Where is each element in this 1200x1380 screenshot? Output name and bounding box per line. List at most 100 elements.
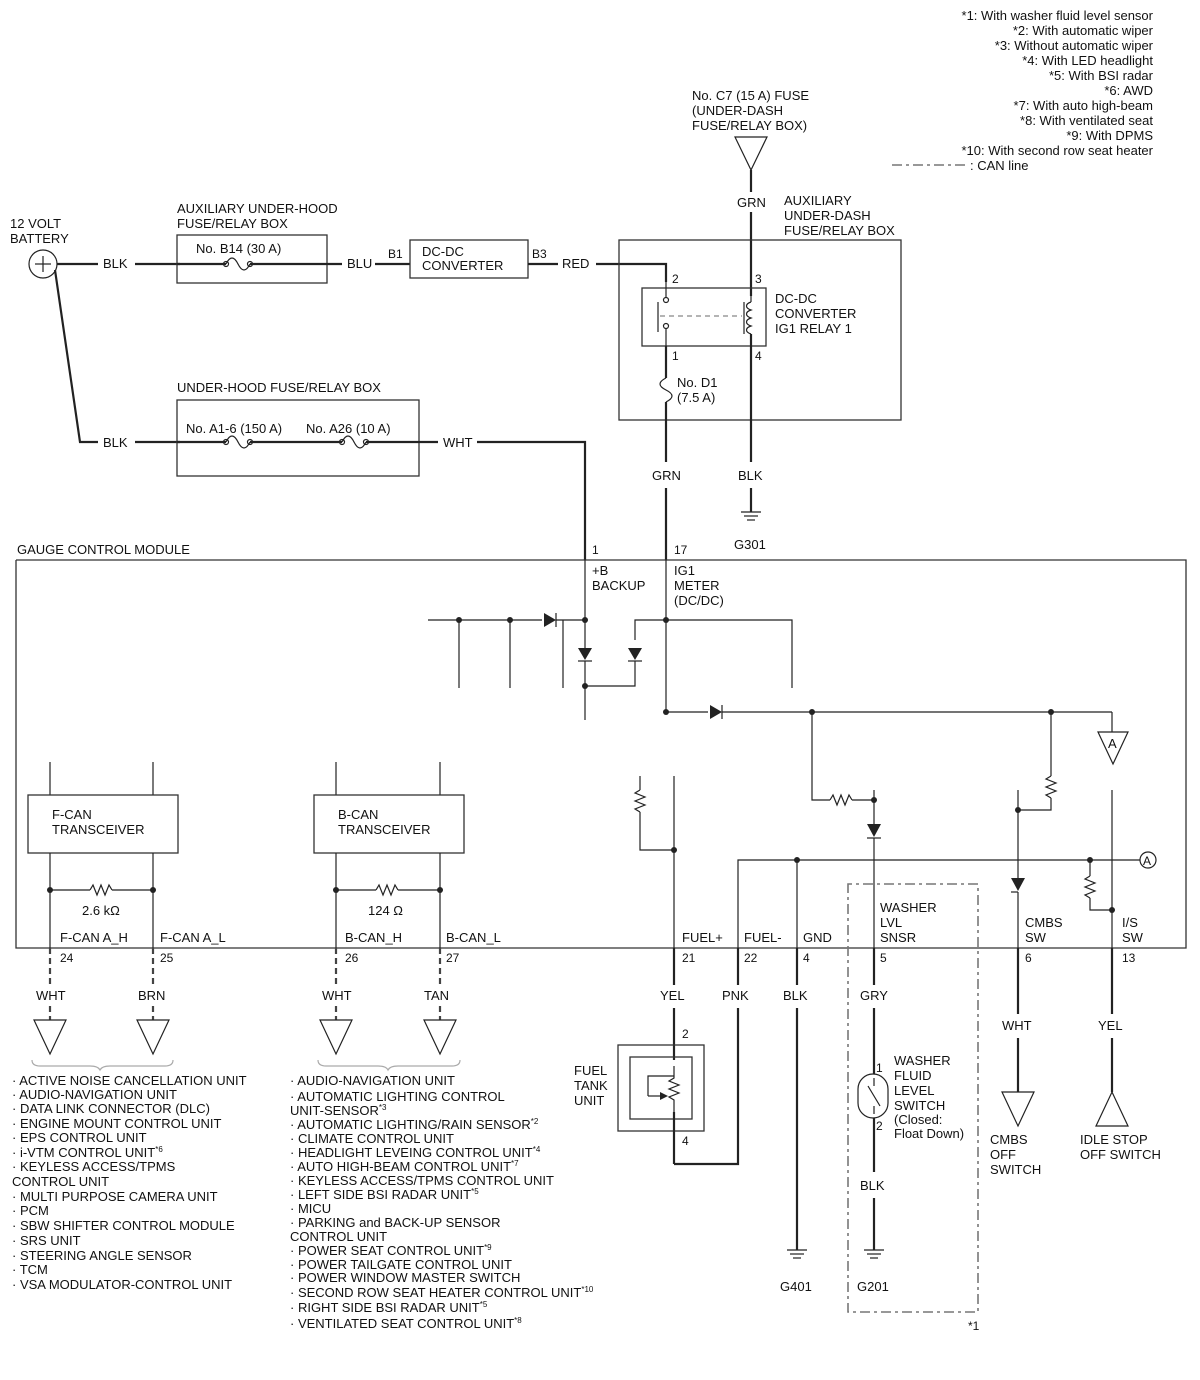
battery-icon: [28, 249, 58, 279]
wire-label-blu: BLU: [347, 256, 372, 271]
pin-num-4: 4: [803, 951, 810, 965]
ground-g201-label: G201: [857, 1279, 889, 1294]
svg-text:· PARKING and BACK-UP SENSOR: · PARKING and BACK-UP SENSOR: [290, 1215, 500, 1230]
battery-label-2: BATTERY: [10, 231, 69, 246]
relay-box: [641, 287, 767, 347]
svg-text:· AUTOMATIC LIGHTING CONTROL: · AUTOMATIC LIGHTING CONTROL: [290, 1089, 505, 1104]
fuse-a1-label: No. A1-6 (150 A): [186, 421, 282, 436]
svg-text:· CLIMATE CONTROL UNIT: · CLIMATE CONTROL UNIT: [290, 1131, 454, 1146]
relay-pin-2: 2: [672, 272, 679, 286]
gcm-internal-power: [428, 560, 1113, 732]
svg-text:CONTROL UNIT: CONTROL UNIT: [290, 1229, 387, 1244]
idle-switch-label-2: OFF SWITCH: [1080, 1147, 1161, 1162]
wire-label-pnk: PNK: [722, 988, 749, 1003]
connector-a-icon: [1097, 731, 1129, 766]
washer-option-boundary: [847, 883, 979, 1313]
pin-label-washer-2: LVL: [880, 915, 902, 930]
svg-text:· POWER TAILGATE CONTROL UNIT: · POWER TAILGATE CONTROL UNIT: [290, 1257, 512, 1272]
svg-text:· ENGINE MOUNT CONTROL UNIT: · ENGINE MOUNT CONTROL UNIT: [12, 1116, 222, 1131]
washer-pin-2: 2: [876, 1119, 883, 1133]
washer-label-6: Float Down): [894, 1126, 964, 1141]
fuel-tank-inner-box: [629, 1056, 693, 1120]
pin-label-fcan-al: F-CAN A_L: [160, 930, 226, 945]
svg-text:UNIT-SENSOR*3: UNIT-SENSOR*3: [290, 1103, 387, 1118]
fcan-h-connector-icon: [33, 1019, 67, 1056]
idle-switch-label-1: IDLE STOP: [1080, 1132, 1148, 1147]
bcan-brace: [317, 1059, 461, 1072]
pin-label-bcan-h: B-CAN_H: [345, 930, 402, 945]
fuel-tank-outer-box: [617, 1044, 705, 1132]
fuse-c7-label-1: No. C7 (15 A) FUSE: [692, 88, 809, 103]
pin-num-22: 22: [744, 951, 758, 965]
svg-text:· AUTO HIGH-BEAM CONTROL UNIT*: · AUTO HIGH-BEAM CONTROL UNIT*7: [290, 1159, 519, 1174]
ground-g301-icon: [741, 511, 761, 521]
svg-text:· LEFT SIDE BSI RADAR UNIT*5: · LEFT SIDE BSI RADAR UNIT*5: [290, 1187, 479, 1202]
note-8: *8: With ventilated seat: [1020, 113, 1153, 128]
wire-battery-blk-bottom: [53, 269, 98, 444]
wire-label-gry: GRY: [860, 988, 888, 1003]
svg-text:· POWER WINDOW MASTER SWITCH: · POWER WINDOW MASTER SWITCH: [290, 1270, 520, 1285]
pin-num-26: 26: [345, 951, 359, 965]
gcm-fuel-circuit: [633, 776, 677, 948]
pin-label-washer-3: SNSR: [880, 930, 916, 945]
svg-text:· RIGHT SIDE BSI RADAR UNIT*5: · RIGHT SIDE BSI RADAR UNIT*5: [290, 1300, 488, 1315]
svg-text:· TCM: · TCM: [12, 1262, 48, 1277]
relay-pin-4: 4: [755, 349, 762, 363]
ground-g401-icon: [787, 1249, 807, 1259]
wire-label-can-brn: BRN: [138, 988, 165, 1003]
wire-label-blk2: BLK: [103, 435, 128, 450]
relay-label-1: DC-DC: [775, 291, 817, 306]
fuse-a26-label: No. A26 (10 A): [306, 421, 391, 436]
gcm-pin1-label-1: +B: [592, 563, 608, 578]
aux-underhood-box: [176, 234, 328, 284]
wire-label-red: RED: [562, 256, 589, 271]
wire-label-blk-gnd: BLK: [783, 988, 808, 1003]
fuse-d1-icon: [659, 377, 673, 403]
bcan-transceiver-box: [313, 794, 465, 854]
wire-label-blk3: BLK: [738, 468, 763, 483]
fuse-b14-icon: [225, 257, 251, 271]
pin-label-cmbs-1: CMBS: [1025, 915, 1063, 930]
gcm-pin17-label-3: (DC/DC): [674, 593, 724, 608]
svg-text:· KEYLESS ACCESS/TPMS CONTROL: · KEYLESS ACCESS/TPMS CONTROL UNIT: [290, 1173, 554, 1188]
gcm-washer-circuit: [811, 712, 881, 948]
pin-num-13: 13: [1122, 951, 1136, 965]
gcm-pin17-num: 17: [674, 543, 688, 557]
aux-underdash-box: [618, 239, 902, 421]
svg-text:· PCM: · PCM: [12, 1203, 49, 1218]
pin-label-fcan-ah: F-CAN A_H: [60, 930, 128, 945]
dcdc-label-1: DC-DC: [422, 244, 464, 259]
fuse-d1-label-1: No. D1: [677, 375, 717, 390]
cmbs-switch-label-1: CMBS: [990, 1132, 1028, 1147]
pin-num-27: 27: [446, 951, 460, 965]
relay-label-3: IG1 RELAY 1: [775, 321, 852, 336]
aux-underhood-title-1: AUXILIARY UNDER-HOOD: [177, 201, 338, 216]
fuse-c7-connector-icon: [734, 136, 768, 172]
svg-text:· MULTI PURPOSE CAMERA UNIT: · MULTI PURPOSE CAMERA UNIT: [12, 1189, 218, 1204]
svg-text:· AUDIO-NAVIGATION UNIT: · AUDIO-NAVIGATION UNIT: [12, 1087, 177, 1102]
svg-text:· EPS CONTROL UNIT: · EPS CONTROL UNIT: [12, 1130, 147, 1145]
washer-option-note: *1: [968, 1319, 980, 1333]
fcan-label-1: F-CAN: [52, 807, 92, 822]
fuse-d1-label-2: (7.5 A): [677, 390, 715, 405]
svg-text:· AUDIO-NAVIGATION UNIT: · AUDIO-NAVIGATION UNIT: [290, 1073, 455, 1088]
pin-label-fuel-minus: FUEL-: [744, 930, 782, 945]
fuel-pin-2: 2: [682, 1027, 689, 1041]
pin-label-washer-1: WASHER: [880, 900, 937, 915]
ground-g401-label: G401: [780, 1279, 812, 1294]
wire-label-can-tan: TAN: [424, 988, 449, 1003]
relay-pin-1: 1: [672, 349, 679, 363]
gcm-pin1-num: 1: [592, 543, 599, 557]
svg-text:· HEADLIGHT LEVEING CONTROL UN: · HEADLIGHT LEVEING CONTROL UNIT*4: [290, 1145, 541, 1160]
washer-switch-icon: [857, 1073, 889, 1119]
underhood-title: UNDER-HOOD FUSE/RELAY BOX: [177, 380, 381, 395]
bcan-label-2: TRANSCEIVER: [338, 822, 430, 837]
pin-num-5: 5: [880, 951, 887, 965]
pin-num-21: 21: [682, 951, 696, 965]
bcan-resistor-label: 124 Ω: [368, 903, 403, 918]
relay-coil-icon: [745, 301, 753, 335]
note-1: *1: With washer fluid level sensor: [962, 8, 1154, 23]
dcdc-converter-box: [409, 239, 529, 279]
